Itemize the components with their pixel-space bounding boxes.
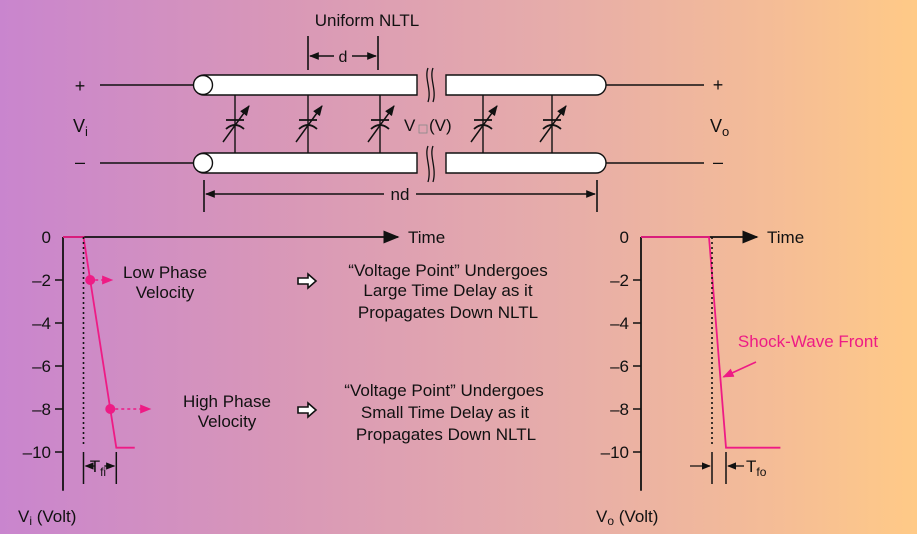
y-tick-label: 0 [42, 228, 51, 247]
varactor-arrow [470, 105, 498, 143]
varactor-array [222, 95, 567, 153]
description-line: “Voltage Point” Undergoes [348, 261, 547, 280]
voltage-point-marker [85, 275, 96, 285]
hollow-right-arrow-icon [297, 272, 318, 290]
total-length-dimension: nd [203, 180, 598, 212]
input-plus-label: + [75, 76, 86, 96]
capacitance-label-suffix: (V) [429, 116, 452, 135]
schematic-title: Uniform NLTL [315, 11, 420, 30]
y-axis-label: Vi (Volt) [18, 507, 76, 528]
series-line-vo [641, 236, 781, 449]
y-tick-label: –2 [610, 271, 629, 290]
x-axis-label: Time [767, 228, 804, 247]
output-waveform-chart: Time 0 –2 –4 –6 –8 –10 Vo (Volt) Tfo Shock-Wave F… [596, 228, 878, 528]
output-plus-label: + [713, 75, 724, 95]
description-line: Large Time Delay as it [363, 281, 532, 300]
output-minus-label: – [713, 152, 723, 172]
y-tick-label: 0 [620, 228, 629, 247]
y-tick-label: –8 [32, 400, 51, 419]
description-small-delay: “Voltage Point” Undergoes Small Time Del… [297, 381, 544, 444]
series-line-vi [63, 236, 135, 449]
description-line: Propagates Down NLTL [356, 425, 536, 444]
varactor-arrow [539, 105, 567, 143]
break-mark-icon [426, 67, 435, 183]
varactor-arrow [367, 105, 395, 143]
shock-wave-front-label: Shock-Wave Front [738, 332, 878, 351]
varactor-arrow [295, 105, 323, 143]
x-axis-label: Time [408, 228, 445, 247]
description-large-delay: “Voltage Point” Undergoes Large Time Del… [297, 261, 548, 322]
description-line: “Voltage Point” Undergoes [344, 381, 543, 400]
bottom-conductor [192, 150, 607, 176]
coax-end-icon [192, 74, 214, 96]
annotation-label: High Phase [183, 392, 271, 411]
varactor-icon [470, 95, 498, 153]
input-minus-label: – [75, 152, 85, 172]
y-tick-label: –10 [23, 443, 51, 462]
y-tick-label: –2 [32, 271, 51, 290]
capacitance-label: V□ [404, 116, 423, 138]
annotation-label: Low Phase [123, 263, 207, 282]
y-tick-label: –4 [610, 314, 629, 333]
fall-time-label: Tfo [746, 457, 767, 479]
annotation-label: Velocity [198, 412, 257, 431]
y-tick-label: –6 [610, 357, 629, 376]
fall-time-label: Tfi [90, 457, 106, 479]
y-axis-label: Vo (Volt) [596, 507, 658, 528]
description-line: Propagates Down NLTL [358, 303, 538, 322]
coax-end-icon [192, 152, 214, 174]
y-tick-label: –8 [610, 400, 629, 419]
nltl-schematic: Uniform NLTL d + – Vi + – Vo [73, 11, 729, 212]
top-conductor [192, 72, 607, 98]
varactor-icon [367, 95, 395, 153]
y-tick-label: –6 [32, 357, 51, 376]
output-voltage-label: Vo [710, 116, 729, 139]
description-line: Small Time Delay as it [361, 403, 529, 422]
input-voltage-label: Vi [73, 116, 88, 139]
y-tick-label: –10 [601, 443, 629, 462]
section-length-dimension: d [307, 36, 379, 70]
varactor-icon [295, 95, 323, 153]
y-tick-label: –4 [32, 314, 51, 333]
total-length-label: nd [391, 185, 410, 204]
hollow-right-arrow-icon [297, 401, 318, 419]
annotation-label: Velocity [136, 283, 195, 302]
varactor-icon [539, 95, 567, 153]
section-length-label: d [339, 49, 348, 66]
varactor-arrow [222, 105, 250, 143]
shock-wave-front-arrow [722, 361, 757, 378]
voltage-point-marker [105, 404, 116, 414]
varactor-icon [222, 95, 250, 153]
